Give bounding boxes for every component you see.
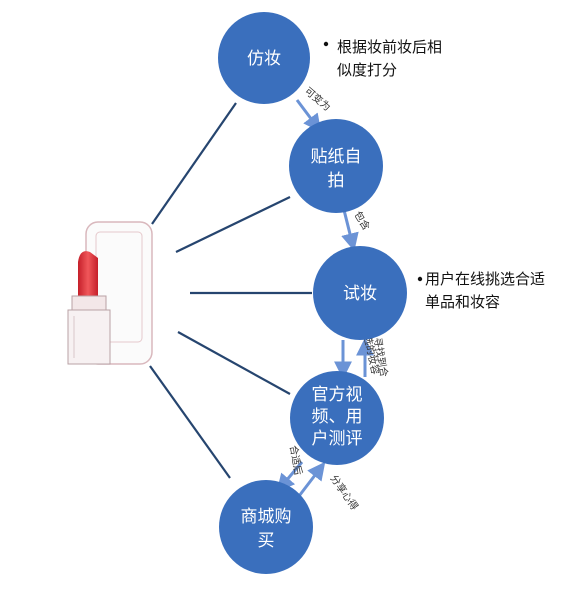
arrow-fang-to-tie xyxy=(295,99,322,133)
spokes xyxy=(149,102,312,479)
node-label-tiezhi-1: 贴纸自 xyxy=(311,147,362,167)
bullet-dot xyxy=(323,41,329,47)
node-circle xyxy=(290,371,384,465)
node-label-guanfang-2: 频、用 xyxy=(312,407,363,427)
node-label-fangzhuang: 仿妆 xyxy=(247,49,281,69)
node-circle xyxy=(289,119,383,213)
node-shizhuang: 试妆 xyxy=(313,246,407,340)
node-label-guanfang-3: 户测评 xyxy=(312,429,363,449)
edge-label-tie-to-shi: 包含 xyxy=(351,209,373,233)
edge-label-shang-to-guan: 分享心得 xyxy=(328,472,362,512)
lipstick-case xyxy=(67,309,111,365)
node-circle xyxy=(219,480,313,574)
spoke-fangzhuang xyxy=(151,102,237,225)
note-scoring-line2: 似度打分 xyxy=(337,61,397,79)
node-label-shangcheng-1: 商城购 xyxy=(241,507,292,527)
arrow-shang-to-guan xyxy=(294,461,326,501)
node-tiezhi: 贴纸自 拍 xyxy=(289,119,383,213)
spoke-tiezhi xyxy=(175,196,291,253)
node-label-tiezhi-2: 拍 xyxy=(328,171,345,191)
lipstick-phone-icon xyxy=(67,221,153,365)
node-fangzhuang: 仿妆 xyxy=(218,12,310,104)
bullet-dot xyxy=(417,276,423,282)
note-scoring-line1: 根据妆前妆后相 xyxy=(337,38,442,56)
note-selection: 用户在线挑选合适 单品和妆容 xyxy=(417,270,545,311)
arrows xyxy=(276,99,374,501)
node-circle xyxy=(313,246,407,340)
node-guanfang: 官方视 频、用 户测评 xyxy=(290,371,384,465)
lipstick-collar xyxy=(71,295,107,311)
note-selection-line1: 用户在线挑选合适 xyxy=(425,270,545,288)
node-label-guanfang-1: 官方视 xyxy=(312,385,363,405)
spoke-shangcheng xyxy=(149,365,231,479)
node-circle xyxy=(218,12,310,104)
note-selection-line2: 单品和妆容 xyxy=(425,293,500,311)
edge-label-fang-to-tie: 可变为 xyxy=(302,84,333,113)
node-label-shizhuang: 试妆 xyxy=(343,284,377,304)
spoke-guanfang xyxy=(177,331,291,395)
arrow-tie-to-shi xyxy=(341,209,359,252)
node-shangcheng: 商城购 买 xyxy=(219,480,313,574)
node-label-shangcheng-2: 买 xyxy=(258,531,275,551)
lipstick-bullet xyxy=(78,251,98,296)
note-scoring: 根据妆前妆后相 似度打分 xyxy=(323,38,442,79)
